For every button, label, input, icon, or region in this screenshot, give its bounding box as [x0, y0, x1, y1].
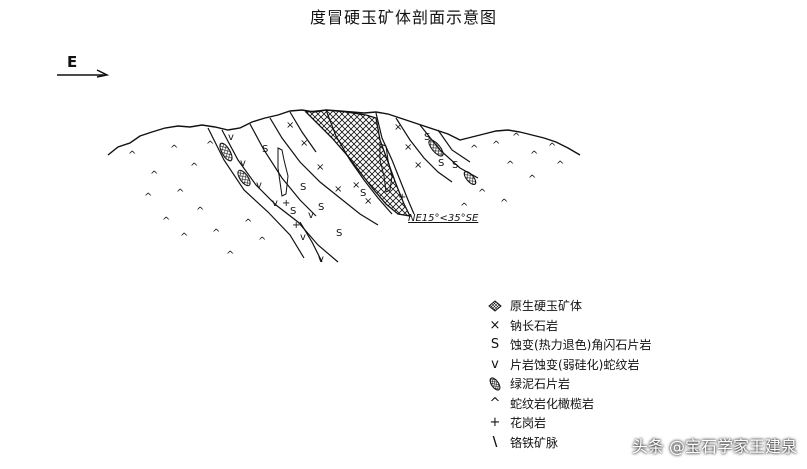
chlorite-lenses: [219, 139, 477, 187]
caret-mark-icon: ^: [489, 395, 501, 411]
watermark: 头条 @宝石学家王建泉: [631, 437, 797, 456]
svg-text:+: +: [282, 198, 290, 209]
intrusive-plugs: [277, 143, 393, 197]
svg-text:^: ^: [196, 206, 204, 217]
legend-label: 花岗岩: [510, 416, 547, 431]
svg-text:×: ×: [404, 142, 412, 153]
svg-text:×: ×: [364, 196, 372, 207]
v-mark-icon: v: [491, 356, 499, 372]
svg-text:v: v: [318, 254, 324, 265]
svg-text:S: S: [290, 206, 296, 217]
legend-item: × 钠长石岩: [484, 316, 724, 336]
svg-text:^: ^: [512, 132, 520, 143]
svg-text:^: ^: [492, 140, 500, 151]
svg-text:S: S: [360, 188, 366, 199]
svg-text:S: S: [262, 144, 268, 155]
orientation-indicator: E: [55, 53, 115, 85]
svg-text:^: ^: [530, 150, 538, 161]
svg-text:^: ^: [528, 174, 536, 185]
svg-text:^: ^: [170, 144, 178, 155]
plus-mark-icon: +: [489, 415, 501, 431]
svg-text:^: ^: [556, 160, 564, 171]
x-mark-icon: ×: [489, 317, 501, 333]
svg-text:×: ×: [300, 138, 308, 149]
legend-item: \ 铬铁矿脉: [484, 433, 724, 453]
diagram-title: 度冒硬玉矿体剖面示意图: [309, 8, 497, 27]
lithology-marks: ^^^ ^^^ ^^^ ^^^ ^^ ^^^ ^^^ ^^^ ^^ SSS SS…: [128, 120, 564, 265]
legend-label: 铬铁矿脉: [510, 435, 559, 450]
svg-text:^: ^: [226, 250, 234, 261]
svg-text:^: ^: [190, 162, 198, 173]
legend-label: 片岩蚀变(弱硅化)蛇纹岩: [510, 357, 640, 372]
svg-text:×: ×: [352, 180, 360, 191]
svg-text:^: ^: [150, 170, 158, 181]
svg-text:^: ^: [244, 218, 252, 229]
svg-text:S: S: [300, 182, 306, 193]
svg-text:+: +: [398, 192, 406, 203]
svg-text:^: ^: [162, 216, 170, 227]
legend-label: 蚀变(热力退色)角闪石片岩: [510, 338, 652, 353]
svg-text:S: S: [438, 158, 444, 169]
svg-text:^: ^: [144, 192, 152, 203]
legend-item: 绿泥石片岩: [484, 374, 724, 394]
jadeite-orebody: [304, 109, 412, 217]
legend-item: 原生硬玉矿体: [484, 296, 724, 316]
svg-text:^: ^: [506, 160, 514, 171]
svg-text:v: v: [228, 132, 234, 143]
legend-item: S 蚀变(热力退色)角闪石片岩: [484, 335, 724, 355]
svg-text:^: ^: [548, 142, 556, 153]
chlorite-lens-icon: [484, 375, 506, 393]
svg-text:^: ^: [470, 144, 478, 155]
svg-text:v: v: [272, 198, 278, 209]
svg-text:^: ^: [180, 232, 188, 243]
svg-text:S: S: [424, 132, 430, 143]
attitude-label: NE15°<35°SE: [408, 213, 479, 224]
east-arrow-icon: [57, 69, 110, 78]
slash-mark-icon: \: [492, 434, 498, 450]
legend-label: 蛇纹岩化橄榄岩: [510, 396, 595, 411]
svg-text:v: v: [240, 158, 246, 169]
svg-text:^: ^: [460, 202, 468, 213]
svg-text:×: ×: [334, 184, 342, 195]
legend-label: 绿泥石片岩: [510, 377, 571, 392]
svg-text:^: ^: [500, 198, 508, 209]
svg-text:v: v: [308, 210, 314, 221]
svg-text:v: v: [256, 180, 262, 191]
legend: 原生硬玉矿体 × 钠长石岩 S 蚀变(热力退色)角闪石片岩 v 片岩蚀变(弱硅化…: [484, 296, 724, 452]
svg-text:S: S: [452, 160, 458, 171]
legend-label: 原生硬玉矿体: [510, 299, 583, 314]
legend-item: + 花岗岩: [484, 413, 724, 433]
svg-text:^: ^: [258, 236, 266, 247]
svg-text:S: S: [318, 202, 324, 213]
svg-text:^: ^: [212, 228, 220, 239]
legend-item: ^ 蛇纹岩化橄榄岩: [484, 394, 724, 414]
svg-text:×: ×: [414, 160, 422, 171]
svg-text:^: ^: [128, 150, 136, 161]
orientation-label: E: [67, 53, 78, 71]
legend-item: v 片岩蚀变(弱硅化)蛇纹岩: [484, 355, 724, 375]
svg-text:×: ×: [316, 162, 324, 173]
svg-text:^: ^: [206, 140, 214, 151]
svg-text:^: ^: [478, 188, 486, 199]
svg-text:×: ×: [394, 122, 402, 133]
svg-text:+: +: [292, 220, 300, 231]
crosshatch-icon: [484, 297, 506, 315]
s-mark-icon: S: [490, 337, 500, 353]
svg-text:v: v: [300, 232, 306, 243]
svg-text:^: ^: [176, 188, 184, 199]
svg-text:S: S: [336, 228, 342, 239]
svg-text:×: ×: [286, 120, 294, 131]
legend-label: 钠长石岩: [510, 318, 559, 333]
